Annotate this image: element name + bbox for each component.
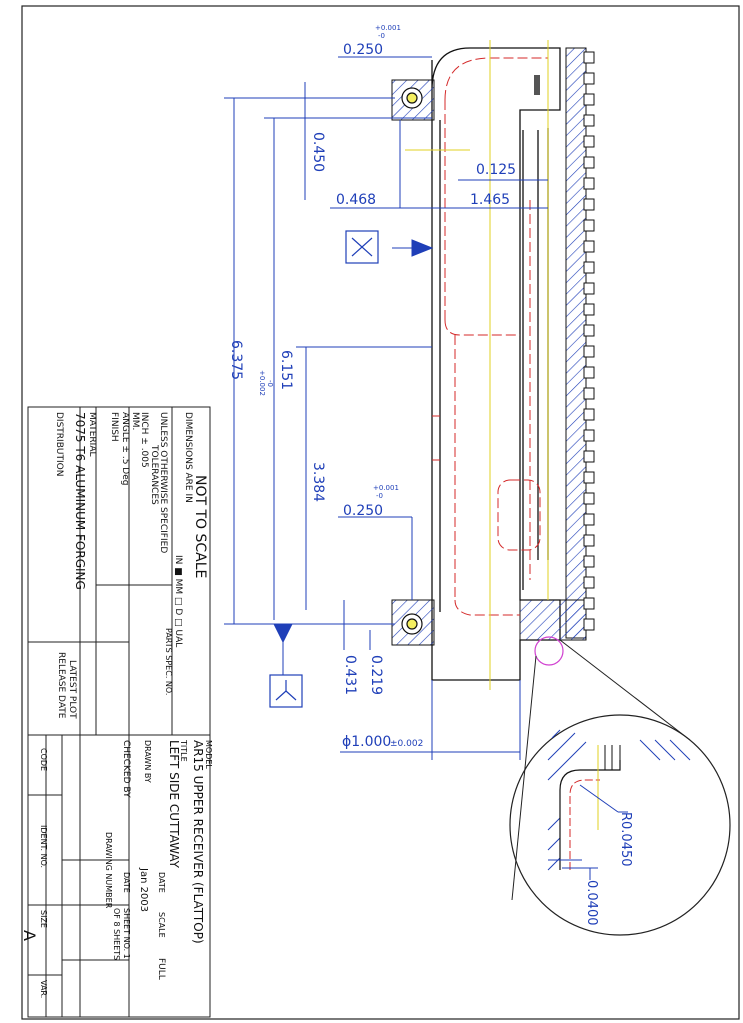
dim-0468: 0.468 <box>336 192 376 208</box>
rail-tooth <box>583 450 595 463</box>
rail-tooth <box>583 72 595 85</box>
rail-tooth <box>583 261 595 274</box>
dim-6151-tol-minus: -0 <box>266 380 274 387</box>
rail-tooth <box>583 408 595 421</box>
rail-tooth <box>583 219 595 232</box>
latest-plot-label: LATEST PLOT <box>67 660 77 719</box>
tolerances-label: TOLERANCES <box>149 444 159 505</box>
size-label: SIZE <box>39 910 48 928</box>
center-lines <box>405 40 549 690</box>
rail-tooth <box>583 135 595 148</box>
detail-0400: 0.0400 <box>584 880 599 926</box>
dim-0450: 0.450 <box>310 132 326 172</box>
release-date-label: RELEASE DATE <box>56 652 66 719</box>
rail-tooth <box>583 324 595 337</box>
rail-tooth <box>583 303 595 316</box>
scale-value: FULL <box>156 958 166 980</box>
drawing-number-label: DRAWING NUMBER <box>104 832 113 909</box>
rail-tooth <box>583 429 595 442</box>
mm-tol-label: MM. <box>130 412 140 430</box>
rail-tooth <box>583 51 595 64</box>
sheet-border <box>21 5 740 1020</box>
dim-6151: 6.151 <box>278 350 294 390</box>
material-label: MATERIAL <box>87 412 97 457</box>
scale-label: SCALE <box>157 912 166 938</box>
rail-tooth <box>583 387 595 400</box>
dimension-lines <box>224 56 548 760</box>
dim-0219: 0.219 <box>368 655 384 695</box>
rail-tooth <box>583 513 595 526</box>
rail-tooth <box>583 555 595 568</box>
pin-holes <box>401 87 423 635</box>
model-value: AR15 UPPER RECEIVER (FLATTOP) <box>191 740 205 944</box>
angle-tol-label: ANGLE ± .5 Deg <box>120 412 130 485</box>
dim-mid-tol-minus: -0 <box>376 492 383 500</box>
detail-callout: R0.0450 0.0400 <box>509 636 731 936</box>
rail-tooth <box>583 93 595 106</box>
dim-6375: 6.375 <box>228 340 244 380</box>
rail-tooth <box>583 366 595 379</box>
model-label: MODEL <box>204 740 213 769</box>
date2-label: DATE <box>122 872 131 893</box>
rail-tooth <box>583 240 595 253</box>
checked-by-label: CHECKED BY <box>121 740 131 798</box>
not-to-scale-label: NOT TO SCALE <box>192 475 208 578</box>
part-markings <box>534 75 540 95</box>
rail-tooth <box>583 282 595 295</box>
dim-1465: 1.465 <box>470 192 510 208</box>
size-value: A <box>20 930 39 941</box>
sheet-no-label: SHEET NO. 1 <box>122 908 131 959</box>
dim-6151-tol-plus: +0.002 <box>258 370 266 396</box>
dim-0431: 0.431 <box>342 655 358 695</box>
title-block <box>27 406 211 1018</box>
rail-tooth <box>583 198 595 211</box>
rail-tooth <box>583 177 595 190</box>
title-value: LEFT SIDE CUTTAWAY <box>167 740 181 869</box>
rail-tooth <box>583 534 595 547</box>
rail-tooth <box>583 576 595 589</box>
rail-tooth <box>583 471 595 484</box>
title-block-text: NOT TO SCALE DIMENSIONS ARE IN IN ■ MM □… <box>20 412 213 998</box>
material-value: 7075 T6 ALUMINUM FORGING <box>73 412 87 590</box>
hatch-regions <box>391 47 587 646</box>
rail-tooth <box>583 114 595 127</box>
dim-top-width: 0.250 <box>343 42 383 58</box>
rail-tooth <box>583 345 595 358</box>
dim-diameter-tol: ±0.002 <box>390 739 423 749</box>
rail-tooth <box>583 618 595 631</box>
finish-label: FINISH <box>109 412 119 442</box>
date-value: Jan 2003 <box>138 867 149 912</box>
title-label: TITLE <box>179 739 188 762</box>
dim-mid-tol-plus: +0.001 <box>373 484 399 492</box>
receiver-body <box>431 47 561 681</box>
detail-radius: R0.0450 <box>618 812 633 867</box>
ident-no-label: IDENT. NO. <box>39 825 48 868</box>
dim-0125: 0.125 <box>476 162 516 178</box>
dim-mid-width: 0.250 <box>343 503 383 519</box>
rail-teeth <box>583 51 595 631</box>
rail-tooth <box>583 597 595 610</box>
dim-diameter: ϕ1.000 <box>342 734 391 750</box>
units-line: IN ■ MM □ D □ UAL <box>173 555 183 647</box>
dim-top-tol-minus: -0 <box>378 32 385 40</box>
of-sheets-label: OF 8 SHEETS <box>112 908 121 960</box>
inch-tol-label: INCH ± .005 <box>139 412 149 468</box>
date-label: DATE <box>157 872 166 893</box>
rail-tooth <box>583 492 595 505</box>
code-label: CODE <box>39 748 48 771</box>
dims-in-label: DIMENSIONS ARE IN <box>183 412 193 503</box>
datum-boxes <box>269 230 379 708</box>
dimension-text: 0.250 +0.001 -0 0.450 0.125 0.468 1.465 … <box>228 24 516 750</box>
rail-tooth <box>583 156 595 169</box>
dim-top-tol-plus: +0.001 <box>375 24 401 32</box>
unless-label: UNLESS OTHERWISE SPECIFIED <box>158 412 168 553</box>
parts-spec-label: PARTS SPEC. NO. <box>164 628 173 695</box>
distribution-label: DISTRIBUTION <box>54 412 64 476</box>
drawn-by-label: DRAWN BY <box>143 740 152 783</box>
var-label: VAR. <box>39 980 48 998</box>
dim-3384: 3.384 <box>310 462 326 502</box>
